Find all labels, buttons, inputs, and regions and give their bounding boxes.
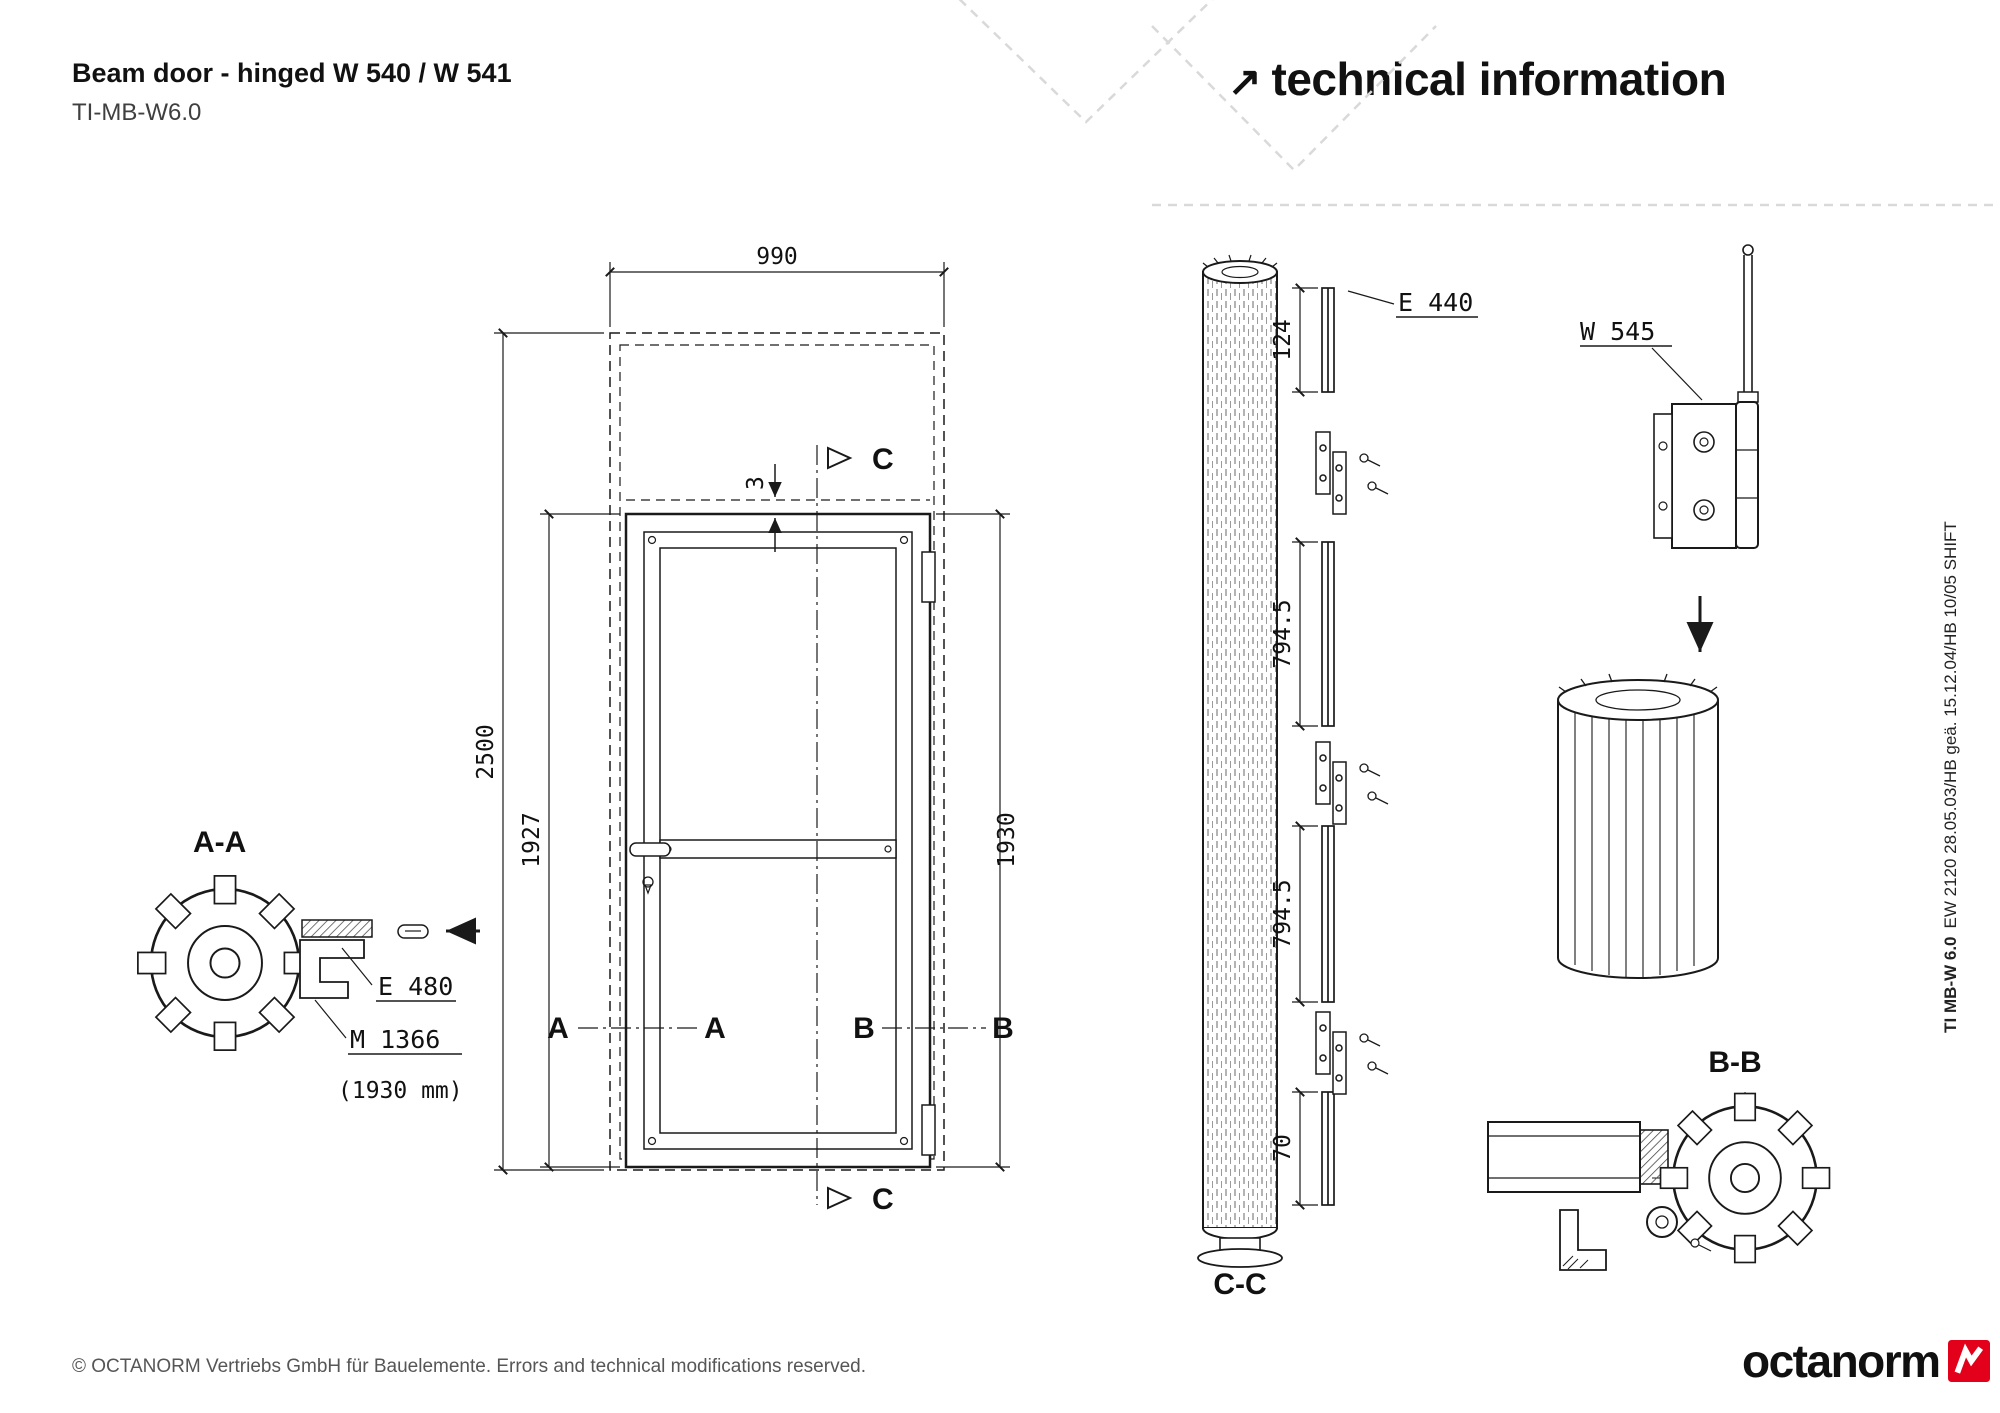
section-a-left-label: A xyxy=(547,1012,569,1045)
section-aa-title: A-A xyxy=(193,826,246,859)
dim-1930-label: 1930 xyxy=(994,812,1020,867)
copyright-text: © OCTANORM Vertriebs GmbH für Bauelement… xyxy=(72,1356,866,1377)
beam-cc-view xyxy=(1197,254,1478,1268)
title-block: Beam door - hinged W 540 / W 541 TI-MB-W… xyxy=(72,58,512,127)
beam-dim-124: 124 xyxy=(1270,319,1296,361)
page-title: Beam door - hinged W 540 / W 541 xyxy=(72,58,512,88)
dim-1930 xyxy=(936,509,1010,1172)
brand-logo-icon xyxy=(1947,1340,1990,1382)
revision-note: TI MB-W 6.0 EW 2120 28.05.03/HB geä. 15.1… xyxy=(1941,497,1963,1057)
dim-990 xyxy=(605,262,949,327)
revision-history: EW 2120 28.05.03/HB geä. 15.12.04/HB 10/… xyxy=(1941,521,1960,929)
section-c-bottom-label: C xyxy=(872,1183,894,1216)
section-a-right-label: A xyxy=(704,1012,726,1045)
section-bb-title: B-B xyxy=(1708,1046,1761,1079)
section-c-top-label: C xyxy=(872,443,894,476)
revision-doc-id: TI MB-W 6.0 xyxy=(1941,936,1960,1033)
part-label-w545: W 545 xyxy=(1580,317,1655,346)
brand-heading: ↗ technical information xyxy=(1228,52,1727,106)
section-cc-title: C-C xyxy=(1213,1268,1266,1301)
part-label-e480: E 480 xyxy=(378,972,453,1001)
dim-1927 xyxy=(540,509,620,1172)
dim-1927-label: 1927 xyxy=(519,812,545,867)
beam-dimensions xyxy=(1292,283,1318,1210)
section-aa-detail xyxy=(136,874,480,1055)
section-aa-note: (1930 mm) xyxy=(338,1078,463,1104)
section-b-right-label: B xyxy=(992,1012,1014,1045)
dim-3-label: 3 xyxy=(743,476,769,490)
section-bb-detail xyxy=(1487,1092,1831,1271)
brand-logo: octanorm xyxy=(1742,1334,1990,1388)
part-label-m1366: M 1366 xyxy=(350,1025,440,1054)
part-label-e440: E 440 xyxy=(1398,288,1473,317)
section-b-left-label: B xyxy=(853,1012,875,1045)
section-marker-c-top xyxy=(827,446,853,470)
watermark-chevrons xyxy=(958,0,2000,207)
brand-logo-text: octanorm xyxy=(1742,1335,1941,1387)
brand-heading-text: technical information xyxy=(1271,53,1727,105)
door-elevation xyxy=(494,262,1010,1210)
beam-dim-794-1: 794.5 xyxy=(1270,599,1296,668)
beam-dim-794-2: 794.5 xyxy=(1270,879,1296,948)
doc-id: TI-MB-W6.0 xyxy=(72,99,202,126)
beam-dim-70: 70 xyxy=(1270,1134,1296,1162)
dim-990-label: 990 xyxy=(756,244,798,270)
hinge-detail xyxy=(1557,244,1759,979)
arrow-up-right-icon: ↗ xyxy=(1228,60,1262,104)
door-handle xyxy=(629,842,671,895)
beam-hinges xyxy=(1315,431,1347,1095)
hinge-screws xyxy=(1359,453,1389,1075)
section-marker-c-bottom xyxy=(827,1186,853,1210)
dim-2500-label: 2500 xyxy=(473,724,499,779)
